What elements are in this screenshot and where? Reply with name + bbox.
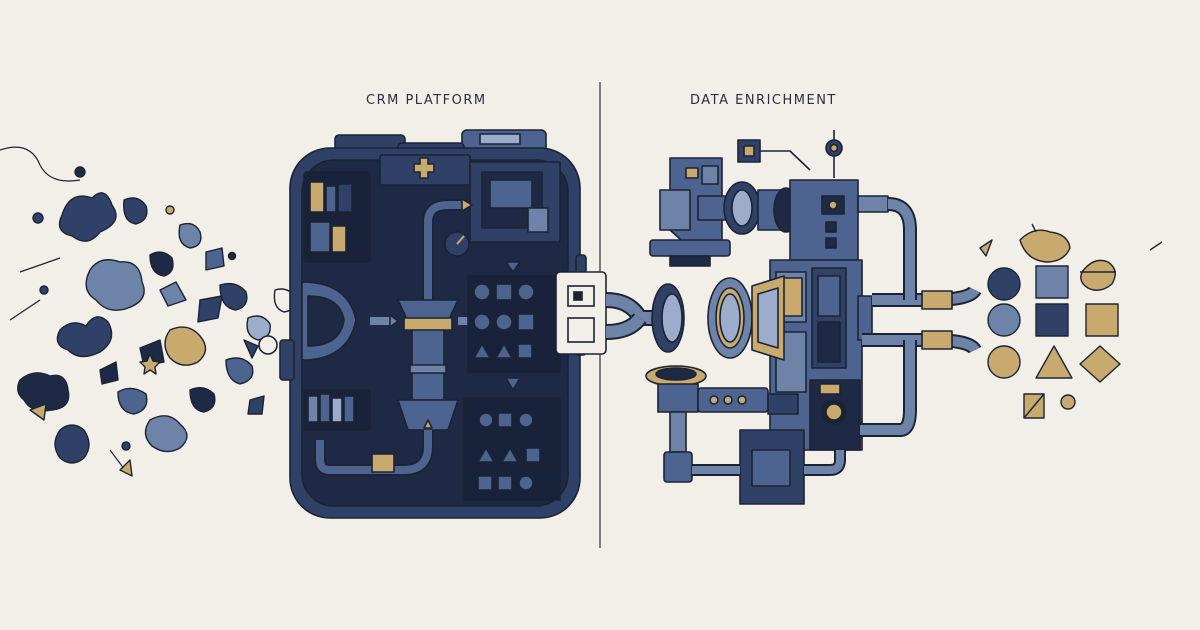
data-enrichment-machine — [645, 130, 982, 505]
angular-fragment — [139, 339, 165, 367]
output-circle — [987, 345, 1021, 379]
dot-fragment — [165, 205, 175, 215]
blob-fragment — [225, 357, 254, 385]
angular-fragment — [119, 459, 133, 477]
dot-fragment — [74, 166, 86, 178]
angular-fragment — [197, 295, 223, 323]
blob-fragment — [178, 222, 202, 249]
blob-fragment — [189, 387, 216, 413]
crm-platform-machine — [258, 129, 587, 519]
blob-fragment — [123, 197, 148, 225]
blob-fragment — [17, 372, 70, 412]
blob-fragment — [246, 315, 271, 341]
output-square — [1035, 303, 1069, 337]
angular-fragment — [247, 395, 265, 415]
cross-emblem — [413, 157, 435, 179]
enriched-output-shapes — [979, 223, 1163, 419]
blob-fragment — [56, 316, 113, 358]
angular-fragment — [99, 361, 119, 385]
dot-fragment — [39, 285, 49, 295]
blob-fragment — [149, 251, 174, 277]
output-square — [1085, 303, 1119, 337]
angular-fragment — [243, 339, 259, 359]
blob-fragment — [85, 259, 145, 311]
angular-fragment — [205, 247, 225, 271]
output-square — [1035, 265, 1069, 299]
output-circle — [987, 303, 1021, 337]
scattered-data-fragments — [0, 146, 323, 477]
blob-fragment — [58, 192, 117, 242]
output-circle — [1060, 394, 1076, 410]
angular-fragment — [159, 281, 187, 307]
blob-fragment — [54, 424, 90, 464]
dot-fragment — [227, 251, 237, 261]
blob-fragment — [219, 282, 248, 311]
blob-fragment — [144, 415, 188, 453]
angular-fragment — [29, 403, 47, 421]
output-triangle — [1035, 345, 1073, 379]
star-fragment — [139, 353, 161, 375]
blob-fragment — [117, 387, 148, 415]
output-circle — [987, 267, 1021, 301]
crm-platform-label: CRM PLATFORM — [366, 93, 487, 108]
dot-fragment — [121, 441, 131, 451]
data-enrichment-label: DATA ENRICHMENT — [690, 93, 837, 108]
output-diamond — [1079, 345, 1121, 383]
dot-fragment — [32, 212, 44, 224]
blob-fragment — [164, 326, 207, 366]
connector-pipe — [555, 271, 672, 355]
